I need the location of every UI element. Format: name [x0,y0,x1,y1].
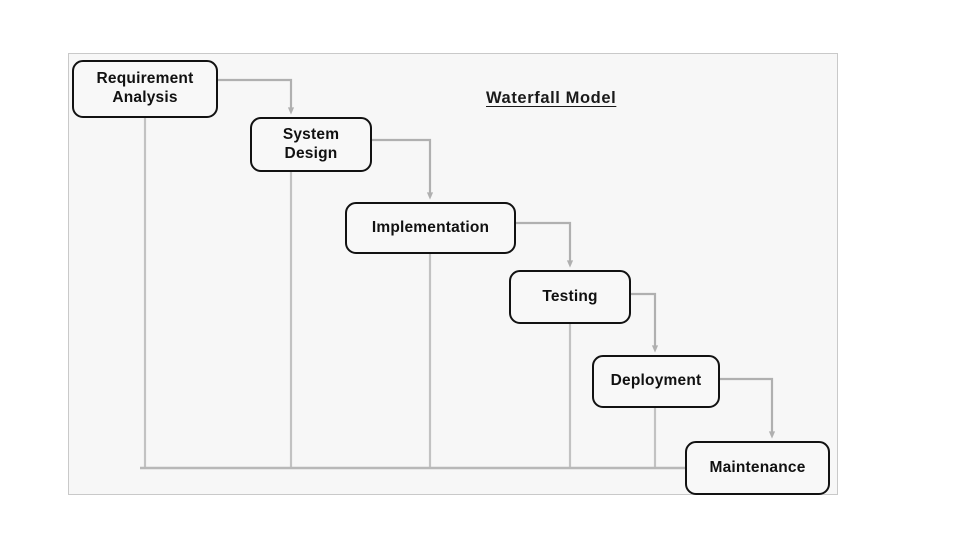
stage-label-system-design: System Design [282,125,340,162]
diagram-title: Waterfall Model [486,89,617,107]
stage-box-testing[interactable]: Testing [509,270,631,324]
stage-label-requirement-analysis: Requirement Analysis [96,70,194,106]
stage-label-implementation: Implementation [371,218,490,236]
stage-label-testing: Testing [542,287,598,305]
stage-box-deployment[interactable]: Deployment [592,355,720,408]
diagram-canvas [68,53,838,495]
stage-label-maintenance: Maintenance [709,458,806,476]
stage-box-system-design[interactable]: System Design [250,117,372,172]
stage-box-implementation[interactable]: Implementation [345,202,516,254]
stage-label-deployment: Deployment [610,372,702,390]
stage-box-maintenance[interactable]: Maintenance [685,441,830,495]
stage-box-requirement-analysis[interactable]: Requirement Analysis [72,60,218,118]
